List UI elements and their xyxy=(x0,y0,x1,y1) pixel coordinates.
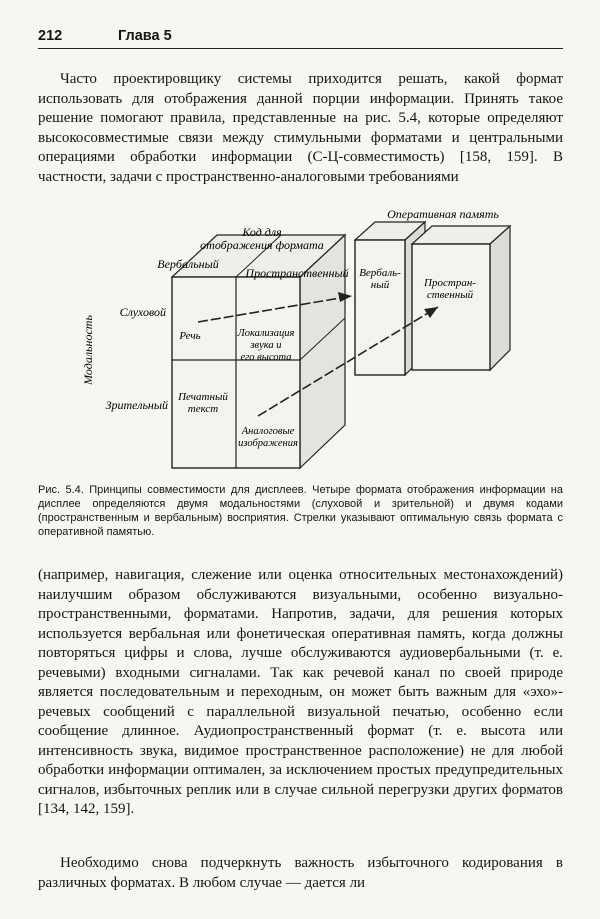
paragraph-bottom: Необходимо снова подчеркнуть важность из… xyxy=(38,855,563,891)
figure-5-4: Код для отображения формата Оперативная … xyxy=(0,200,600,480)
paragraph-top: Часто проектировщику системы приходится … xyxy=(38,71,563,185)
cell-localization-2: звука и xyxy=(249,340,281,351)
page-number: 212 xyxy=(38,28,63,44)
chapter-title: Глава 5 xyxy=(118,28,172,44)
auditory-row-label: Слуховой xyxy=(120,305,166,319)
visual-row-label: Зрительный xyxy=(106,398,168,412)
memory-verbal-box xyxy=(354,239,406,376)
cell-printed-1: Печатный xyxy=(177,391,228,403)
arrow-speech-to-verbal xyxy=(197,295,353,323)
code-label-1: Код для xyxy=(241,225,282,239)
page-header: 212 Глава 5 xyxy=(38,28,563,49)
cell-localization-1: Локализация xyxy=(237,328,295,339)
paragraph-middle: (например, навигация, слежение или оценк… xyxy=(38,567,563,817)
right-face-divider xyxy=(299,317,346,361)
verbal-column-label: Вербальный xyxy=(157,257,218,271)
memory-spatial-side xyxy=(489,224,511,372)
memory-verbal-label-1: Вербаль- xyxy=(359,267,401,279)
memory-spatial-box xyxy=(411,243,491,371)
arrow-head-verbal xyxy=(338,292,352,302)
working-memory-label: Оперативная память xyxy=(387,207,499,221)
memory-spatial-label-1: Простран- xyxy=(423,277,476,289)
modality-label: Модальность xyxy=(81,315,95,386)
top-face-divider xyxy=(235,234,282,278)
cell-analog-1: Аналоговые xyxy=(241,426,295,437)
memory-verbal-label-2: ный xyxy=(371,279,390,291)
figure-caption: Рис. 5.4. Принципы совместимости для дис… xyxy=(38,484,563,538)
cell-printed-2: текст xyxy=(188,403,218,415)
spatial-column-label: Пространственный xyxy=(244,266,348,280)
cell-analog-2: изображения xyxy=(238,438,298,449)
cell-speech: Речь xyxy=(178,330,200,342)
arrow-analog-to-spatial xyxy=(257,306,439,417)
compatibility-diagram: Код для отображения формата Оперативная … xyxy=(81,207,512,470)
cell-localization-3: его высота xyxy=(241,352,292,363)
arrow-head-spatial xyxy=(424,307,438,318)
memory-spatial-label-2: ственный xyxy=(427,289,474,301)
code-label-2: отображения формата xyxy=(200,238,324,252)
